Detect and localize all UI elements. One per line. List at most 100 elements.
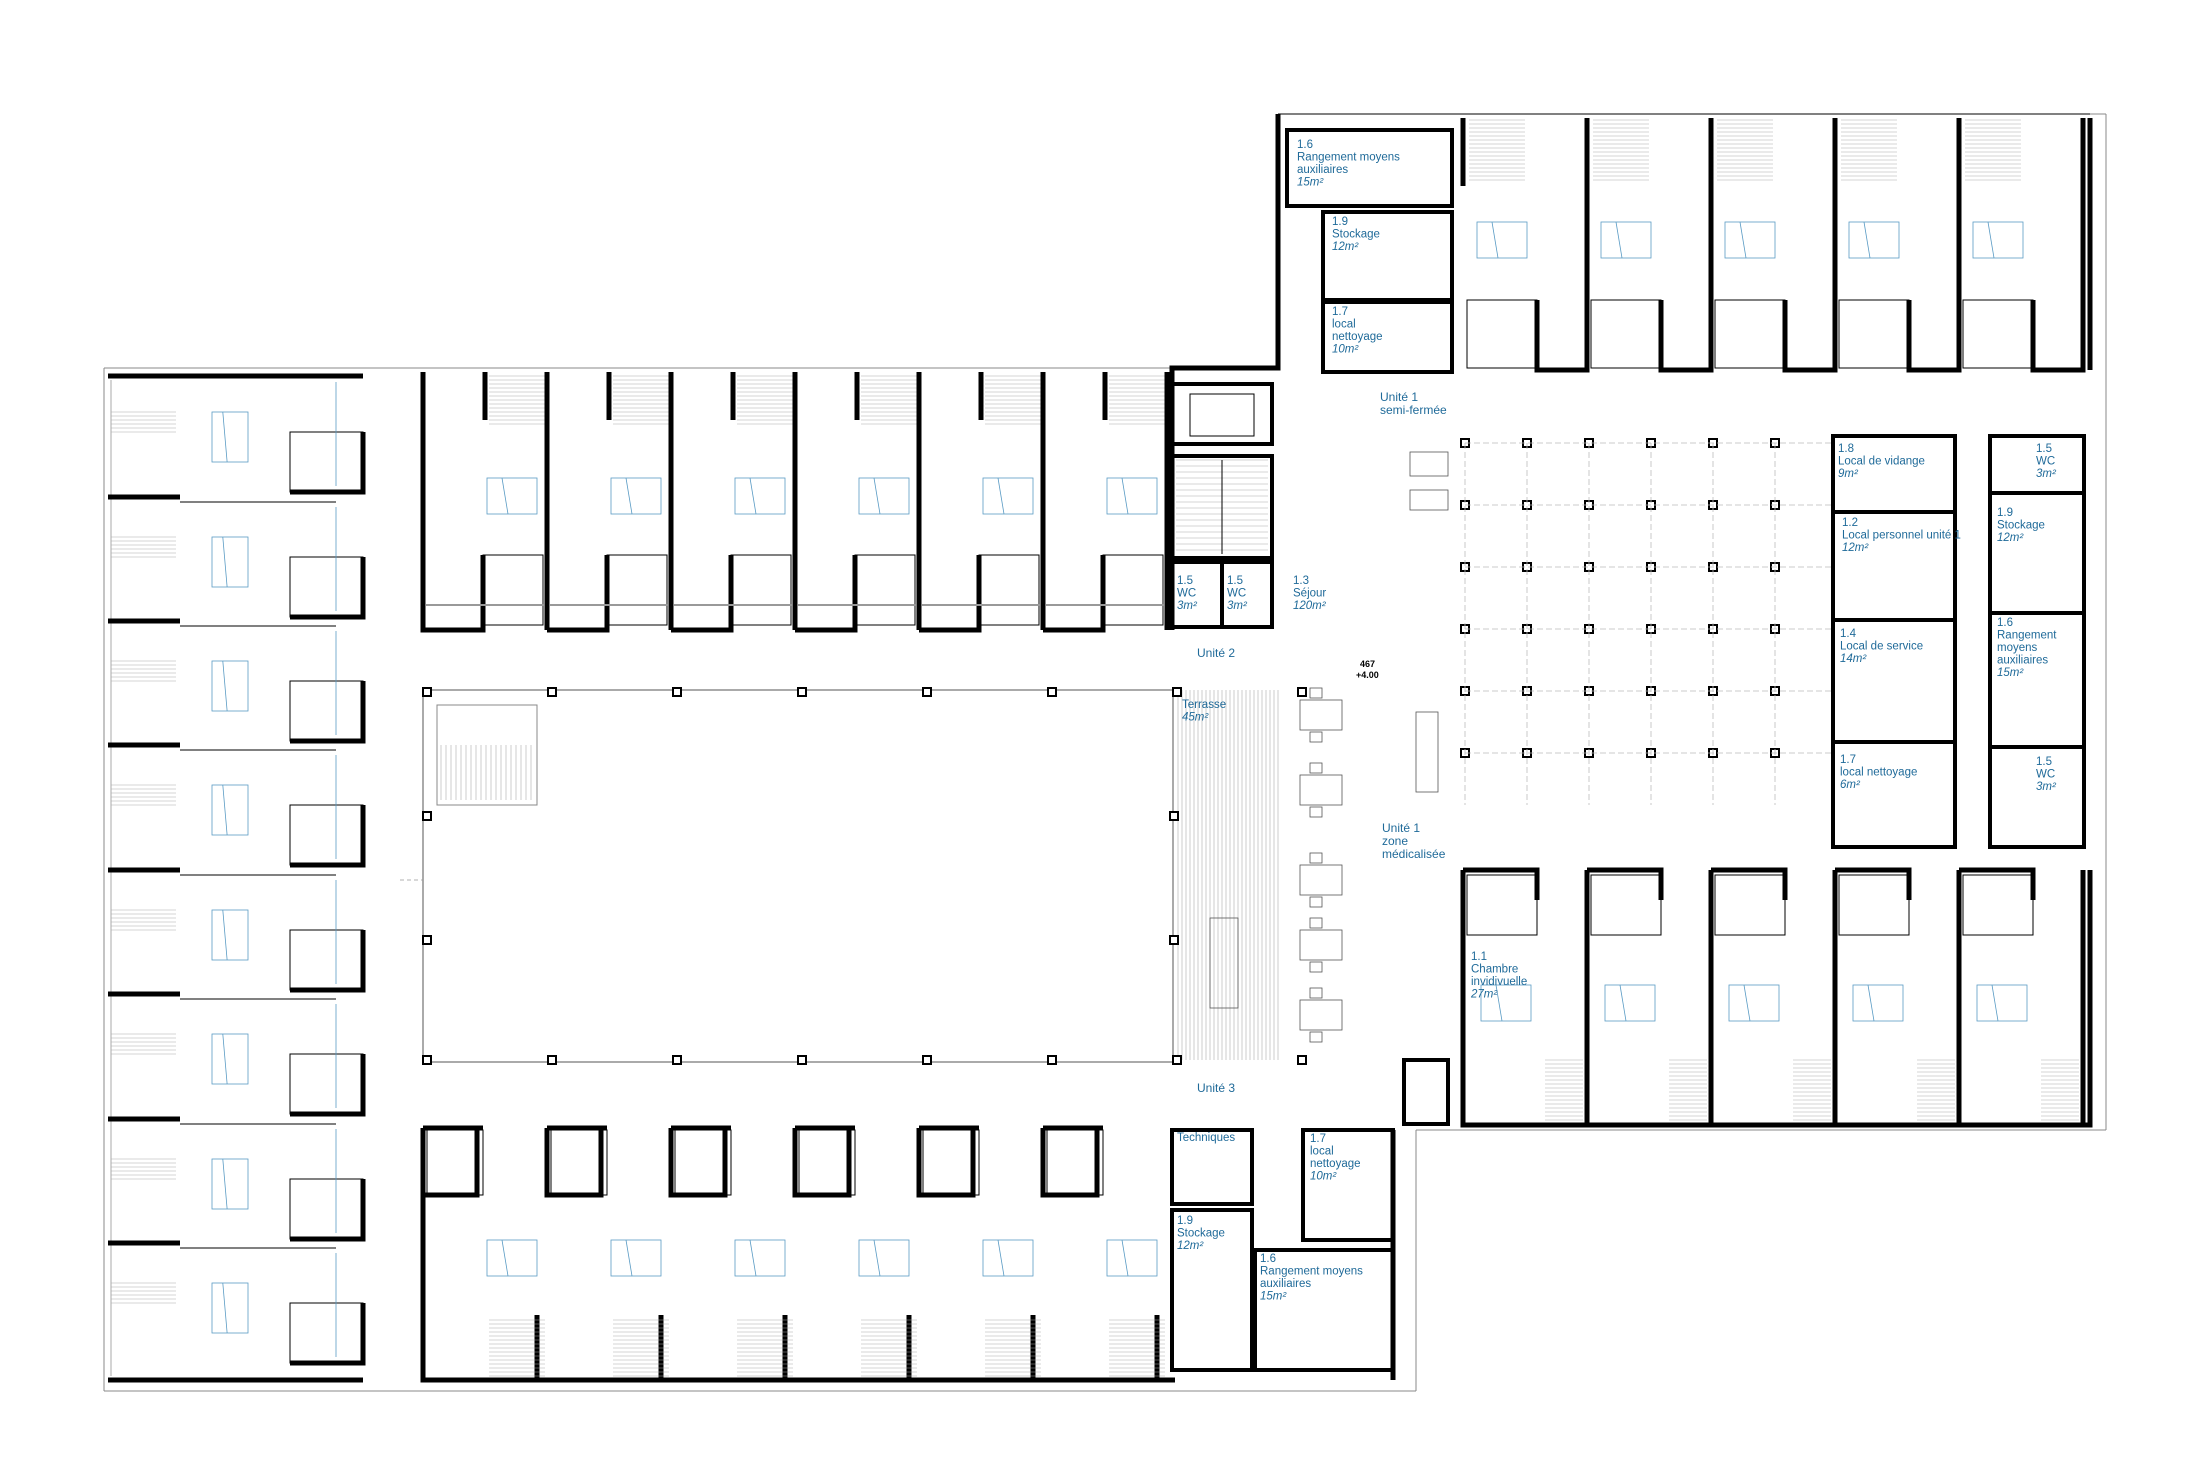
column-icon bbox=[1297, 687, 1307, 697]
stair-west bbox=[436, 704, 538, 806]
bed-fold bbox=[1743, 984, 1751, 1022]
bed-icon bbox=[1848, 221, 1900, 259]
chair-icon bbox=[1309, 896, 1323, 908]
bathroom-pod bbox=[1590, 299, 1662, 369]
room-label-line: 3m² bbox=[1177, 600, 1198, 612]
bed-fold bbox=[1867, 984, 1875, 1022]
room-label-line: WC bbox=[2036, 456, 2055, 468]
room-label-line: Stockage bbox=[1177, 1228, 1225, 1240]
wall bbox=[2030, 118, 2086, 373]
bed-fold bbox=[222, 411, 228, 463]
bed-fold bbox=[222, 784, 228, 836]
column-icon bbox=[1047, 1055, 1057, 1065]
chair-icon bbox=[1309, 687, 1323, 699]
wall bbox=[290, 805, 366, 868]
chair-icon bbox=[1309, 987, 1323, 999]
room-label-line: 1.5 bbox=[2036, 443, 2052, 455]
table-icon bbox=[1299, 699, 1343, 731]
room-label-line: 14m² bbox=[1840, 653, 1867, 665]
room-label-line: 1.1 bbox=[1471, 951, 1487, 963]
room-label-line: Rangement bbox=[1997, 630, 2057, 642]
wall bbox=[919, 555, 982, 633]
wall bbox=[1782, 118, 1838, 373]
room-label-line: 1.5 bbox=[1227, 575, 1243, 587]
room-label-line: 1.7 bbox=[1310, 1133, 1326, 1145]
room-label-line: 12m² bbox=[1842, 542, 1869, 554]
circulation-label-line: Unité 3 bbox=[1197, 1081, 1235, 1095]
bed-icon bbox=[982, 1239, 1034, 1277]
bathroom-pod bbox=[606, 554, 668, 626]
bed-icon bbox=[1604, 984, 1656, 1022]
courtyard bbox=[400, 687, 1307, 1065]
room-label-line: auxiliaires bbox=[1297, 164, 1348, 176]
bed-icon bbox=[1480, 984, 1532, 1022]
room-label-line: 15m² bbox=[1260, 1291, 1287, 1303]
room-label-line: Stockage bbox=[1997, 520, 2045, 532]
column-icon bbox=[1172, 687, 1182, 697]
room-label-line: 10m² bbox=[1332, 344, 1359, 356]
bed-icon bbox=[1106, 477, 1158, 515]
bed-icon bbox=[734, 477, 786, 515]
bed-icon bbox=[1600, 221, 1652, 259]
room-label-line: 1.6 bbox=[1997, 617, 2013, 629]
circulation-label-line: semi-fermée bbox=[1380, 403, 1447, 417]
bathroom-pod bbox=[1838, 874, 1910, 936]
chair-icon bbox=[1309, 852, 1323, 864]
s-stock-room bbox=[1170, 1208, 1254, 1372]
column-icon bbox=[797, 1055, 807, 1065]
bed-icon bbox=[1972, 221, 2024, 259]
room-label-line: 1.9 bbox=[1177, 1215, 1193, 1227]
wall bbox=[1169, 114, 1281, 630]
room-label-line: Local personnel unité 1 bbox=[1842, 530, 1961, 542]
bed-fold bbox=[1739, 221, 1747, 259]
room-label-line: 12m² bbox=[1177, 1240, 1204, 1252]
bed-icon bbox=[734, 1239, 786, 1277]
core-rooms bbox=[1169, 114, 2086, 1380]
long-table-icon bbox=[1209, 917, 1239, 1009]
bathroom-pod bbox=[1466, 874, 1538, 936]
room-label-line: 3m² bbox=[2036, 468, 2057, 480]
bed-fold bbox=[222, 660, 228, 712]
column-icon bbox=[422, 935, 432, 945]
wall bbox=[668, 1128, 728, 1198]
room-label-line: 10m² bbox=[1310, 1171, 1337, 1183]
wall bbox=[916, 1128, 976, 1198]
column-icon bbox=[547, 687, 557, 697]
bed-fold bbox=[501, 1239, 509, 1277]
bathroom-pod bbox=[978, 554, 1040, 626]
bed-fold bbox=[1991, 984, 1999, 1022]
bathroom-pod bbox=[289, 680, 364, 742]
bed-fold bbox=[222, 536, 228, 588]
room-label-line: 6m² bbox=[1840, 779, 1861, 791]
column-icon bbox=[1169, 811, 1179, 821]
e-nett-room bbox=[1831, 740, 1957, 849]
bed-icon bbox=[1106, 1239, 1158, 1277]
bathroom-pod bbox=[1466, 299, 1538, 369]
chair-icon bbox=[1309, 762, 1323, 774]
bed-fold bbox=[222, 909, 228, 961]
bathroom-pod bbox=[854, 554, 916, 626]
bed-fold bbox=[625, 477, 633, 515]
room-label-line: 1.8 bbox=[1838, 443, 1854, 455]
circulation-label-u3: Unité 3 bbox=[1197, 1081, 1235, 1095]
wall bbox=[290, 1179, 366, 1242]
table-icon bbox=[1299, 999, 1343, 1031]
bed-icon bbox=[211, 909, 249, 961]
bed-icon bbox=[610, 477, 662, 515]
column-icon bbox=[422, 811, 432, 821]
furniture bbox=[1209, 451, 1449, 1043]
column-icon bbox=[1172, 1055, 1182, 1065]
wall bbox=[420, 1148, 1175, 1383]
bed-fold bbox=[1495, 984, 1503, 1022]
wall bbox=[1534, 118, 1590, 373]
lift-room bbox=[1170, 382, 1274, 446]
